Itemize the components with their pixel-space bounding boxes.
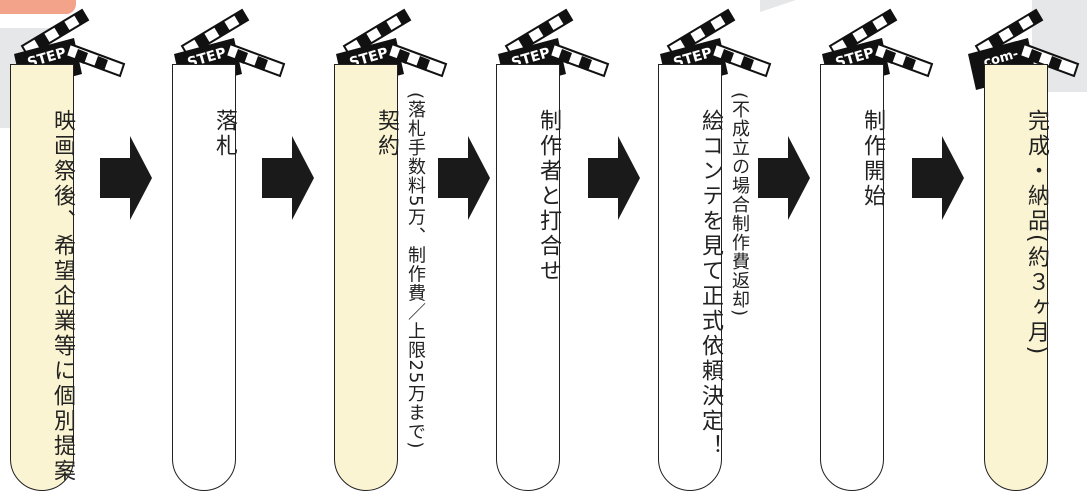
- step-text: 制作開始: [860, 109, 885, 209]
- step-text: 絵コンテを見て正式依頼決定！: [698, 109, 723, 459]
- arrow-right-icon: [758, 136, 810, 220]
- refund-note: (不成立の場合制作費返却): [729, 92, 750, 318]
- step-text: 契約: [374, 109, 399, 159]
- step-text: 制作者と打合せ: [536, 109, 561, 284]
- step-text: 映画祭後、希望企業等に個別提案: [50, 109, 75, 484]
- arrow-right-icon: [100, 136, 152, 220]
- corner-accent-tab: [0, 0, 76, 14]
- arrow-right-icon: [262, 136, 314, 220]
- step-card-6: 制作開始: [820, 64, 885, 491]
- arrow-right-icon: [438, 136, 490, 220]
- arrow-right-icon: [912, 136, 964, 220]
- contract-fee-note: (落札手数料5万、制作費／上限25万まで): [405, 92, 426, 450]
- arrow-right-icon: [588, 136, 640, 220]
- step-card-3: 契約: [334, 64, 399, 491]
- step-card-1: 映画祭後、希望企業等に個別提案: [10, 64, 75, 491]
- step-card-4: 制作者と打合せ: [496, 64, 561, 491]
- step-card-2: 落札: [172, 64, 237, 491]
- step-text: 落札: [212, 109, 237, 159]
- step-text: 完成・納品(約３ヶ月): [1024, 109, 1049, 358]
- step-card-5: 絵コンテを見て正式依頼決定！: [658, 64, 723, 491]
- step-card-complete: 完成・納品(約３ヶ月): [984, 64, 1049, 491]
